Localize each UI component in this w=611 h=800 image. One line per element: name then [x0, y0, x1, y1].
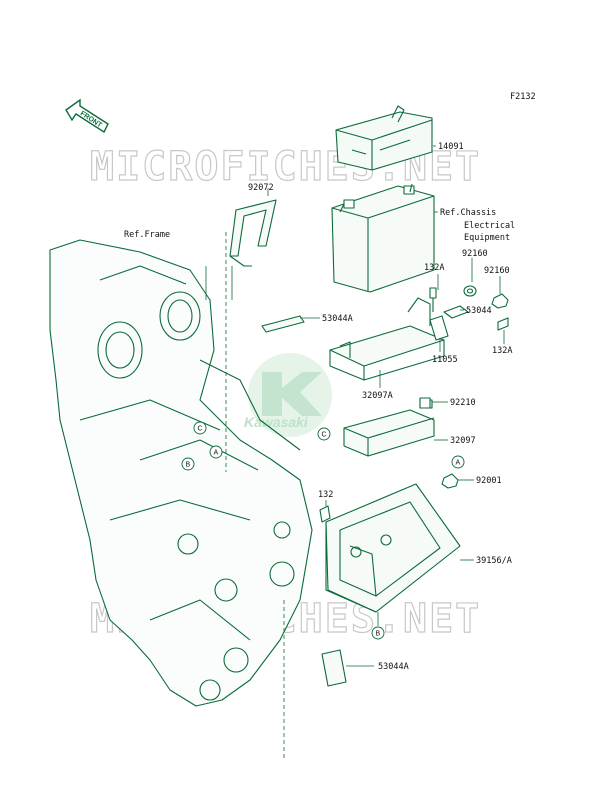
callout-C-left: C: [193, 421, 207, 435]
svg-text:B: B: [376, 631, 381, 638]
label-92072: 92072: [248, 183, 274, 193]
label-ref-chassis-2: Electrical: [464, 221, 515, 231]
callout-A-right: A: [451, 455, 465, 469]
bracket-53044: [443, 305, 469, 319]
washer-92160-a: [463, 285, 477, 297]
bolt-11055: [429, 315, 449, 341]
battery-cover: [335, 105, 433, 171]
label-53044: 53044: [466, 306, 492, 316]
label-11055: 11055: [432, 355, 458, 365]
label-39156A: 39156/A: [476, 556, 512, 566]
label-132: 132: [318, 490, 333, 500]
battery-strap: [229, 199, 277, 267]
label-ref-chassis-3: Equipment: [464, 233, 510, 243]
label-132A-right: 132A: [492, 346, 512, 356]
label-92160-b: 92160: [484, 266, 510, 276]
label-32097: 32097: [450, 436, 476, 446]
nut-92001: [441, 473, 459, 489]
battery: [331, 183, 435, 293]
pad-53044A-top: [261, 315, 305, 333]
svg-text:A: A: [214, 450, 219, 457]
svg-text:B: B: [186, 462, 191, 469]
label-53044A-bottom: 53044A: [378, 662, 409, 672]
brand-logo-text: Kawasaki: [244, 414, 309, 430]
frame: [49, 239, 313, 707]
clip-92210: [419, 397, 431, 409]
label-53044A-top: 53044A: [322, 314, 353, 324]
brand-logo: Kawasaki: [244, 353, 332, 437]
label-ref-frame: Ref.Frame: [124, 230, 170, 240]
pad-53044A-bottom: [321, 649, 347, 687]
nut-92160-b: [491, 293, 509, 309]
callout-B-left: B: [181, 457, 195, 471]
figure-code: F2132: [510, 92, 536, 102]
bolt-132: [319, 505, 331, 523]
label-92160-a: 92160: [462, 249, 488, 259]
svg-text:C: C: [322, 432, 327, 439]
callout-C-right: C: [317, 427, 331, 441]
front-arrow-icon: FRONT: [65, 98, 109, 134]
leader-lines: [205, 145, 505, 760]
svg-text:A: A: [456, 460, 461, 467]
callout-A-left: A: [209, 445, 223, 459]
label-ref-chassis-1: Ref.Chassis: [440, 208, 496, 218]
label-32097A: 32097A: [362, 391, 393, 401]
label-92001: 92001: [476, 476, 502, 486]
label-92210: 92210: [450, 398, 476, 408]
battery-case-32097A: [329, 297, 445, 381]
battery-box-39156A: [325, 483, 461, 613]
bolt-132A-right: [497, 317, 509, 331]
callout-B-bottom: B: [371, 626, 385, 640]
label-14091: 14091: [438, 142, 464, 152]
svg-text:C: C: [198, 426, 203, 433]
bolt-132A-top: [429, 287, 437, 312]
label-132A-top: 132A: [424, 263, 444, 273]
